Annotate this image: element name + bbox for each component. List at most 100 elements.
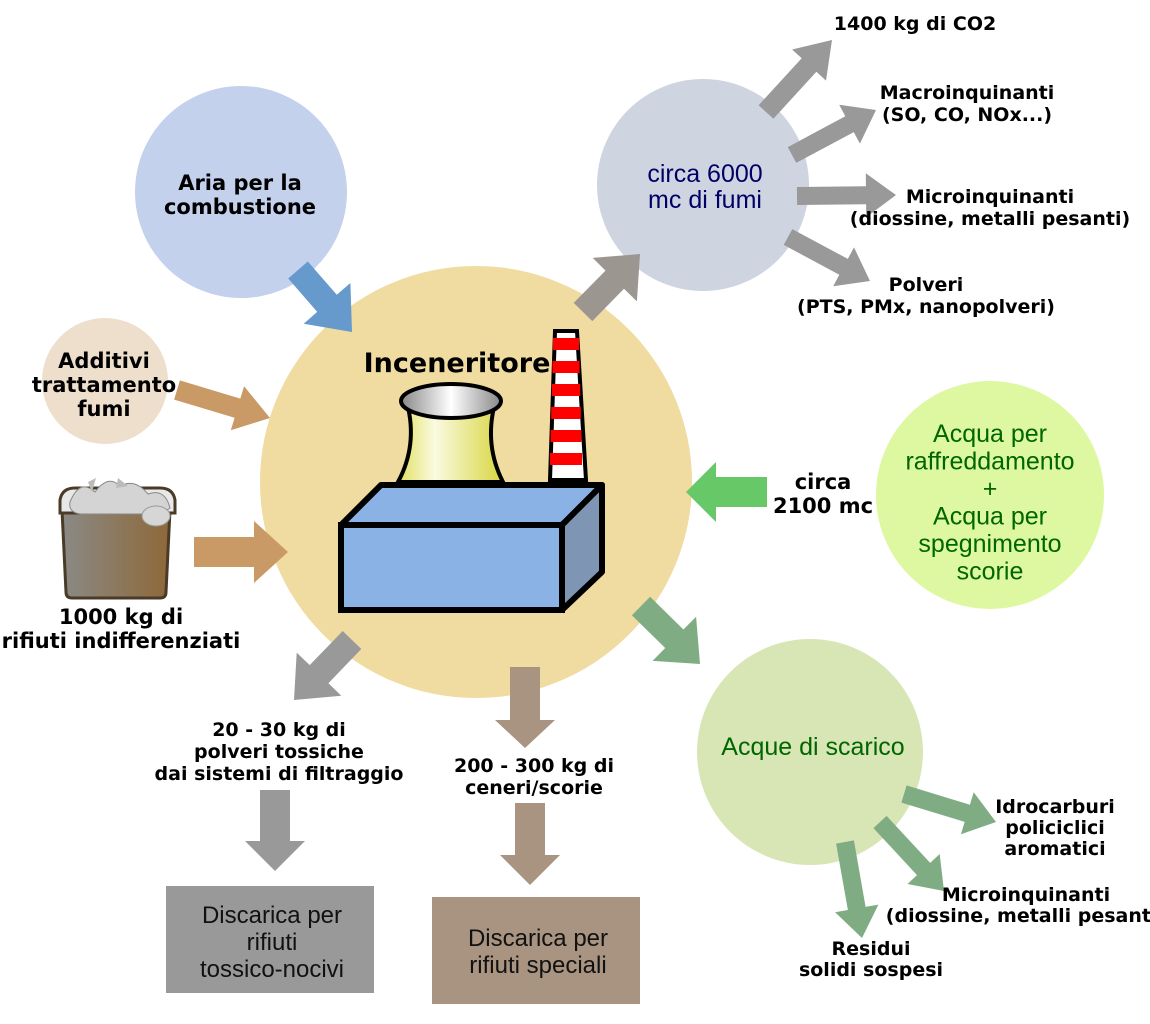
incinerator-plant-icon bbox=[338, 329, 605, 613]
waste-water-label: Acque di scarico bbox=[721, 733, 904, 761]
water-label-line: Acqua per bbox=[933, 420, 1047, 448]
trash-bin-icon bbox=[58, 478, 177, 600]
pah-label-line: policiclici bbox=[1005, 817, 1105, 839]
air-circle bbox=[135, 86, 347, 298]
dust-label-line: (PTS, PMx, nanopolveri) bbox=[797, 296, 1055, 318]
toxic-landfill-arrow bbox=[245, 790, 305, 871]
additives-circle bbox=[42, 318, 168, 444]
water-amount-label-line: 2100 mc bbox=[773, 494, 873, 518]
incinerator-title-line: Inceneritore bbox=[364, 348, 551, 379]
waste-label-line: 1000 kg di bbox=[59, 605, 183, 629]
water-label-line: Acqua per bbox=[933, 503, 1047, 531]
micro-pollutants-label-line: Microinquinanti bbox=[906, 186, 1074, 208]
special-landfill-label-line: Discarica per bbox=[468, 925, 608, 952]
special-landfill-box bbox=[432, 897, 640, 1004]
building-front bbox=[338, 522, 565, 613]
toxic-landfill-label-line: rifiuti bbox=[247, 929, 298, 956]
fumes-label-line: circa 6000 bbox=[647, 160, 762, 188]
arrows-layer bbox=[174, 40, 996, 938]
chimney-icon bbox=[547, 329, 589, 482]
waste-water-label-line: Acque di scarico bbox=[721, 733, 904, 761]
ash-arrow bbox=[495, 667, 555, 748]
special-landfill-label-line: rifiuti speciali bbox=[469, 952, 606, 979]
chimney-stripe bbox=[550, 430, 582, 442]
pah-label-line: Idrocarburi bbox=[995, 796, 1115, 818]
fumes-label-line: mc di fumi bbox=[648, 186, 762, 214]
fumes-circle bbox=[597, 79, 809, 291]
air-input-arrow bbox=[288, 261, 352, 332]
air-label-line: combustione bbox=[164, 195, 316, 219]
macro-pollutants-label: Macroinquinanti(SO, CO, NOx...) bbox=[880, 82, 1055, 126]
chimney-stripe bbox=[552, 361, 580, 373]
water-label-line: spegnimento bbox=[918, 530, 1061, 558]
incinerator-title: Inceneritore bbox=[364, 348, 551, 379]
fumes-output-arrow bbox=[573, 254, 640, 322]
dust-label-line: Polveri bbox=[889, 274, 964, 296]
special-landfill-arrow bbox=[500, 803, 560, 885]
toxic-landfill-box bbox=[166, 886, 374, 993]
water-circle bbox=[876, 381, 1104, 609]
waste-input-arrow bbox=[194, 521, 288, 583]
ash-label-line: ceneri/scorie bbox=[465, 777, 603, 799]
toxic-dust-label-line: 20 - 30 kg di bbox=[212, 719, 346, 741]
water-micro-pollutants-label-line: Microinquinanti bbox=[942, 884, 1110, 906]
macro-pollutants-label-line: (SO, CO, NOx...) bbox=[882, 104, 1052, 126]
co2-label: 1400 kg di CO2 bbox=[834, 13, 996, 35]
pah-arrow bbox=[901, 785, 996, 835]
additives-input-arrow bbox=[174, 380, 270, 431]
toxic-landfill-label-line: tossico-nocivi bbox=[200, 956, 344, 983]
macro-pollutants-arrow bbox=[787, 104, 876, 163]
suspended-solids-arrow bbox=[835, 840, 879, 938]
waste-water-output-arrow bbox=[631, 596, 700, 664]
air-label-line: Aria per la bbox=[178, 171, 302, 195]
toxic-dust-label-line: polveri tossiche bbox=[194, 741, 364, 763]
chimney-stripe bbox=[551, 384, 581, 396]
toxic-dust-arrow bbox=[294, 631, 362, 700]
micro-pollutants-label-line: (diossine, metalli pesanti) bbox=[850, 208, 1130, 230]
waste-water-circle bbox=[697, 639, 923, 865]
water-label-line: scorie bbox=[957, 558, 1024, 586]
additives-label-line: fumi bbox=[77, 397, 130, 421]
water-label-line: raffreddamento bbox=[905, 448, 1074, 476]
toxic-landfill-label-line: Discarica per bbox=[202, 902, 342, 929]
ash-label-line: 200 - 300 kg di bbox=[454, 755, 614, 777]
chimney-stripe bbox=[553, 338, 579, 350]
water-micro-pollutants-label-line: (diossine, metalli pesanti) bbox=[886, 905, 1150, 927]
water-micro-pollutants-label: Microinquinanti(diossine, metalli pesant… bbox=[886, 884, 1150, 927]
additives-label-line: trattamento bbox=[32, 373, 176, 397]
micro-pollutants-label: Microinquinanti(diossine, metalli pesant… bbox=[850, 186, 1130, 230]
additives-label-line: Additivi bbox=[58, 349, 150, 373]
water-label-line: + bbox=[983, 475, 998, 503]
micro-pollutants-arrow bbox=[796, 173, 896, 218]
co2-label-line: 1400 kg di CO2 bbox=[834, 13, 996, 35]
suspended-solids-label-line: solidi sospesi bbox=[799, 959, 943, 981]
chimney-stripe bbox=[551, 407, 581, 419]
chimney-stripe bbox=[550, 453, 582, 465]
water-input-arrow bbox=[686, 462, 767, 522]
pah-label-line: aromatici bbox=[1004, 838, 1105, 860]
suspended-solids-label-line: Residui bbox=[832, 938, 911, 960]
co2-arrow bbox=[758, 40, 832, 119]
dust-arrow bbox=[783, 229, 870, 287]
waste-label-line: rifiuti indifferenziati bbox=[2, 629, 241, 653]
macro-pollutants-label-line: Macroinquinanti bbox=[880, 82, 1055, 104]
water-micro-pollutants-arrow bbox=[873, 815, 944, 891]
building-top bbox=[338, 482, 605, 528]
dust-label: Polveri(PTS, PMx, nanopolveri) bbox=[797, 274, 1055, 318]
toxic-dust-label-line: dai sistemi di filtraggio bbox=[155, 763, 404, 785]
water-amount-label-line: circa bbox=[795, 470, 852, 494]
